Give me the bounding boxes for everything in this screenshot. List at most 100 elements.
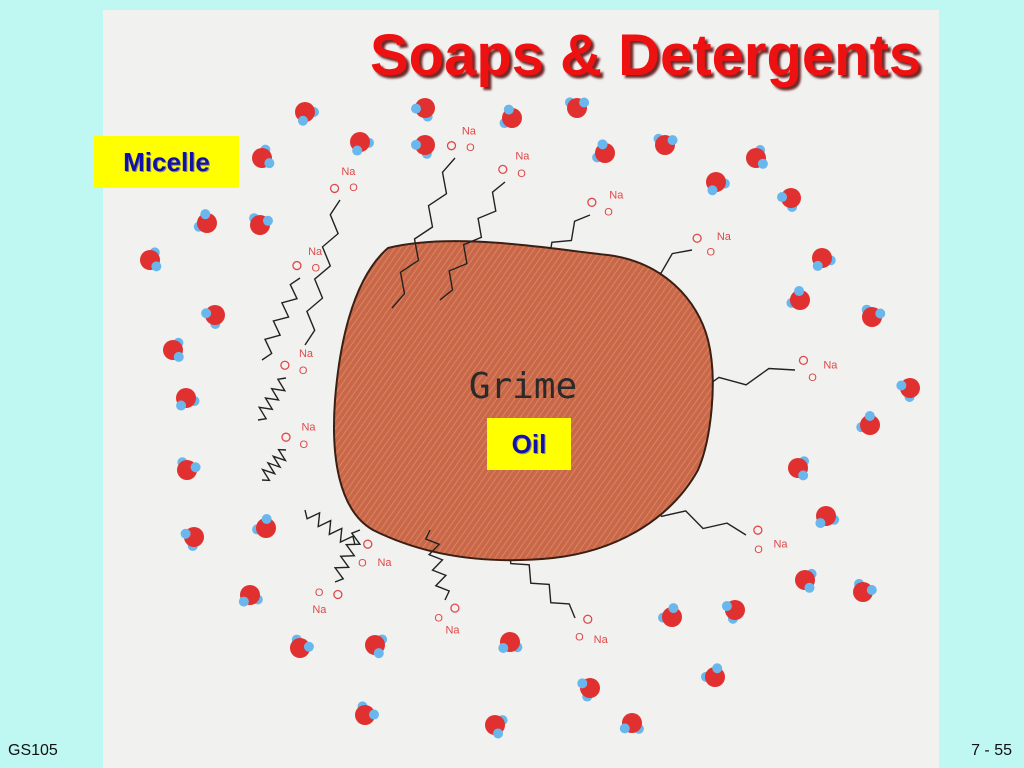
- water-molecule: [411, 98, 435, 122]
- hydrocarbon-tail: [257, 377, 287, 421]
- water-molecule: [815, 506, 840, 529]
- oxygen-atom: [662, 607, 682, 627]
- hydrogen-atom: [804, 582, 815, 593]
- water-molecule: [252, 144, 275, 169]
- water-molecule: [140, 247, 162, 272]
- hydrogen-atom: [794, 286, 805, 297]
- water-molecule: [485, 715, 508, 739]
- sodium-ion-label: Na: [308, 246, 323, 258]
- hydrogen-atom: [668, 603, 679, 614]
- hydrogen-atom: [875, 308, 886, 319]
- water-molecules: [140, 97, 920, 739]
- hydrogen-atom: [373, 648, 384, 659]
- oxygen-atom: [355, 705, 375, 725]
- water-molecule: [701, 663, 725, 687]
- water-molecule: [565, 97, 590, 118]
- hydrogen-atom: [757, 158, 768, 169]
- sodium-ion-label: Na: [341, 166, 356, 178]
- course-code: GS105: [8, 742, 58, 759]
- water-molecule: [295, 102, 319, 126]
- oxygen-atom: [197, 213, 217, 233]
- carboxylate-head: ONa: [312, 587, 343, 616]
- hydrocarbon-tail: [260, 448, 288, 482]
- water-molecule: [861, 304, 886, 327]
- hydrogen-atom: [368, 709, 379, 720]
- sodium-ion-label: Na: [594, 634, 609, 646]
- oxygen-label: O: [312, 263, 321, 275]
- water-molecule: [795, 568, 817, 593]
- water-molecule: [658, 603, 682, 627]
- water-molecule: [411, 135, 435, 159]
- water-molecule: [176, 388, 200, 411]
- carboxylate-head: ONa: [446, 125, 477, 154]
- carboxylate-head: O Na: [292, 246, 323, 275]
- hydrocarbon-tail: [304, 199, 341, 346]
- water-molecule: [238, 585, 263, 607]
- hydrogen-atom: [864, 411, 875, 422]
- hydrogen-atom: [238, 596, 249, 607]
- hydrogen-atom: [777, 192, 788, 203]
- sodium-ion-label: Na: [717, 231, 732, 243]
- hydrocarbon-tail: [439, 181, 506, 301]
- oxygen-label: O: [349, 182, 358, 194]
- carboxylate-head: ONa: [587, 190, 624, 218]
- water-molecule: [350, 132, 374, 156]
- carboxylate-head: ONa: [281, 422, 316, 451]
- oxygen-atom: [290, 638, 310, 658]
- oxygen-label: O: [434, 613, 443, 625]
- water-molecule: [498, 632, 523, 654]
- carboxylate-head: ONa: [498, 151, 530, 180]
- hydrogen-atom: [190, 462, 201, 473]
- hydrogen-atom: [303, 641, 314, 652]
- hydrogen-atom: [176, 400, 187, 411]
- grime-label: Grime: [469, 366, 577, 407]
- water-molecule: [619, 713, 644, 734]
- oxygen-atom: [798, 355, 809, 366]
- water-molecule: [201, 305, 225, 329]
- oxygen-atom: [415, 135, 435, 155]
- hydrogen-atom: [619, 723, 630, 734]
- hydrogen-atom: [297, 115, 308, 126]
- hydrocarbon-tail: [261, 277, 301, 361]
- sodium-ion-label: Na: [773, 539, 788, 551]
- water-molecule: [355, 701, 379, 725]
- oxygen-atom: [753, 525, 763, 535]
- oxygen-label: O: [299, 365, 308, 377]
- hydrogen-atom: [707, 185, 718, 196]
- oxygen-atom: [280, 360, 290, 370]
- water-molecule: [592, 139, 615, 163]
- hydrogen-atom: [812, 260, 823, 271]
- hydrogen-atom: [493, 728, 504, 739]
- water-molecule: [653, 133, 678, 155]
- hydrogen-atom: [262, 215, 273, 226]
- carboxylate-head: ONa: [692, 231, 732, 258]
- carboxylate-head: ONa: [280, 348, 314, 377]
- oxygen-atom: [205, 305, 225, 325]
- oxygen-atom: [498, 164, 508, 175]
- hydrogen-atom: [151, 261, 162, 272]
- hydrogen-atom: [721, 601, 732, 612]
- hydrogen-atom: [180, 528, 191, 539]
- hydrogen-atom: [411, 103, 422, 114]
- hydrogen-atom: [411, 139, 422, 150]
- water-molecule: [812, 248, 836, 271]
- sodium-ion-label: Na: [823, 360, 838, 372]
- sodium-ion-label: Na: [462, 125, 477, 137]
- oxygen-atom: [292, 260, 302, 271]
- hydrogen-atom: [503, 104, 514, 115]
- oxygen-label: O: [604, 206, 613, 218]
- hydrogen-atom: [798, 470, 809, 481]
- oxygen-label: O: [315, 587, 324, 599]
- carboxylate-head: ONa: [798, 355, 838, 384]
- water-molecule: [721, 600, 745, 624]
- sodium-ion-label: Na: [445, 624, 460, 636]
- water-molecule: [577, 678, 600, 702]
- water-molecule: [180, 527, 204, 551]
- sodium-ion-label: Na: [515, 151, 530, 163]
- hydrocarbon-tail: [333, 529, 362, 583]
- hydrogen-atom: [577, 678, 588, 689]
- hydrogen-atom: [264, 158, 275, 169]
